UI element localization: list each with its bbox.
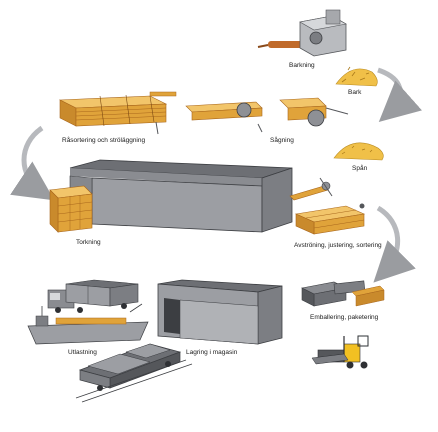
label-bark: Bark — [348, 89, 362, 96]
shipping-truck — [47, 279, 139, 313]
drying-kiln-building — [69, 159, 293, 233]
flow-arrow-sorting-to-drying — [10, 125, 55, 201]
chips-pile — [333, 142, 384, 161]
flow-arrow-barking-to-sawing — [377, 67, 422, 122]
label-drying: Torkning — [76, 239, 101, 246]
label-shipping: Utlastning — [68, 349, 97, 356]
label-storage: Lagring i magasin — [186, 349, 238, 356]
storage-warehouse-building — [157, 279, 283, 345]
trimming-lumber-stack — [294, 205, 366, 235]
shipping-vessel — [27, 303, 149, 345]
label-sawing: Sågning — [270, 136, 294, 144]
label-sorting: Råsortering och ströläggning — [62, 136, 145, 144]
exit-conveyor — [289, 177, 365, 209]
sorting-lumber-stack — [58, 91, 177, 135]
label-barking: Barkning — [289, 62, 315, 69]
label-trimming: Avströning, justering, sortering — [294, 242, 382, 249]
drying-lumber-packages — [49, 185, 93, 233]
label-packaging: Emballering, paketering — [310, 314, 379, 321]
flow-arrow-trimming-to-packaging — [373, 205, 416, 283]
packaging-illustration — [301, 280, 385, 307]
barking-machine-illustration — [257, 9, 347, 57]
forklift-illustration — [311, 335, 369, 369]
shipping-train — [75, 343, 193, 403]
sawing-line — [185, 97, 349, 133]
label-chips: Spån — [352, 164, 368, 172]
bark-pile — [335, 66, 378, 87]
